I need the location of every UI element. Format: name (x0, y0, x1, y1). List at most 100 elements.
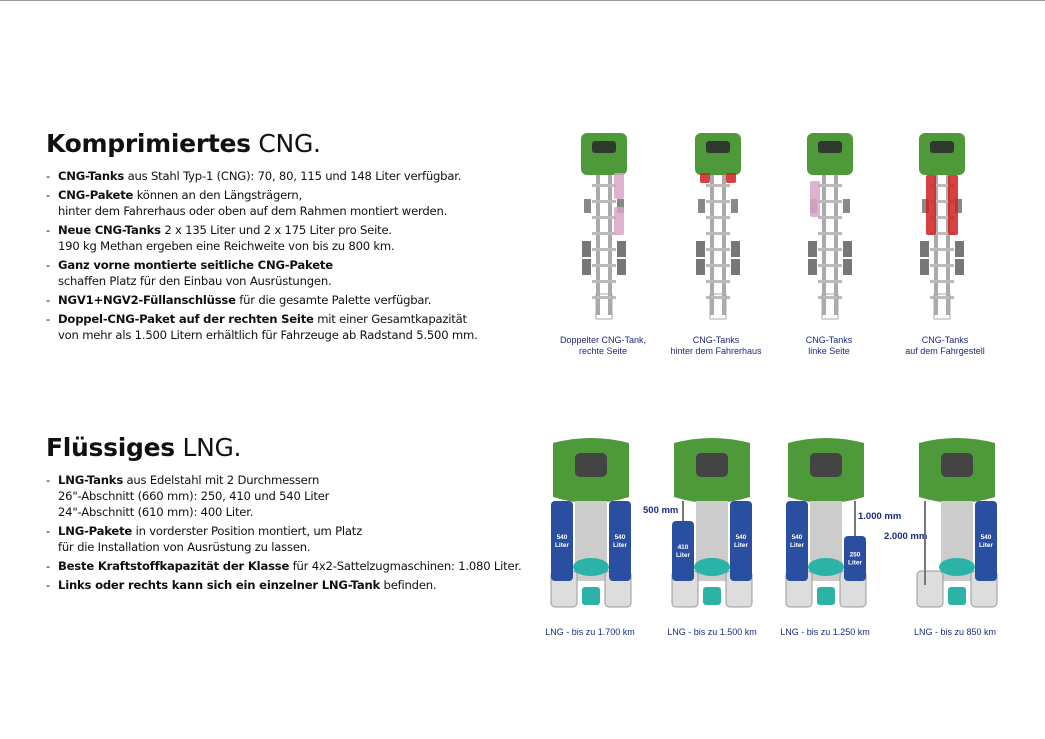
list-item: Neue CNG-Tanks 2 x 135 Liter und 2 x 175… (46, 222, 478, 254)
lng-tank (975, 501, 997, 581)
tank-label: 540 (557, 534, 568, 541)
rear-frame (595, 293, 613, 320)
window-shape (575, 453, 607, 477)
cross-member (706, 264, 730, 267)
tank-label: 410 (678, 544, 689, 551)
wheel-shape (617, 199, 624, 213)
tank-label: 250 (850, 552, 861, 559)
cab-shape (695, 133, 741, 175)
frame-rail (934, 175, 938, 315)
coupling-part (582, 587, 600, 605)
list-item: NGV1+NGV2-Füllanschlüsse für die gesamte… (46, 292, 478, 308)
list-item: CNG-Tanks aus Stahl Typ-1 (CNG): 70, 80,… (46, 168, 478, 184)
frame-rail (608, 175, 612, 315)
lng-tank (672, 521, 694, 581)
lng-caption: LNG - bis zu 1.700 km (545, 627, 635, 637)
cross-member (592, 296, 616, 299)
window-shape (706, 141, 730, 153)
frame-rail (710, 175, 714, 315)
frame-rail (596, 175, 600, 315)
cross-member (930, 232, 954, 235)
lng-tank (609, 501, 631, 581)
cross-member (706, 280, 730, 283)
lng-tank (786, 501, 808, 581)
coupling-part (817, 587, 835, 605)
cross-member (818, 248, 842, 251)
cross-member (818, 184, 842, 187)
dimension-label: 1.000 mm (858, 511, 902, 522)
tank-label: 540 (981, 534, 992, 541)
fifth-wheel (939, 558, 975, 576)
wheel-shape (955, 259, 964, 275)
cng-truck-diagram (581, 133, 627, 320)
wheel-shape (920, 259, 929, 275)
cross-member (818, 200, 842, 203)
cross-member (930, 296, 954, 299)
cross-member (818, 280, 842, 283)
cross-member (592, 200, 616, 203)
coupling-part (948, 587, 966, 605)
wheel-shape (808, 241, 817, 257)
window-shape (818, 141, 842, 153)
wheel-shape (731, 241, 740, 257)
cab-shape (581, 133, 627, 175)
cross-member (706, 296, 730, 299)
dimension-label: 2.000 mm (884, 531, 928, 542)
cross-member (706, 200, 730, 203)
lng-list: LNG-Tanks aus Edelstahl mit 2 Durchmesse… (46, 472, 522, 593)
cng-tank (614, 207, 624, 235)
wheel-shape (582, 259, 591, 275)
cab-shape (807, 133, 853, 175)
wheel-shape (582, 241, 591, 257)
cng-tank (726, 173, 736, 183)
cross-member (706, 216, 730, 219)
rear-frame (709, 293, 727, 320)
tank-unit: Liter (613, 542, 628, 549)
cross-member (592, 216, 616, 219)
wheel-shape (617, 241, 626, 257)
cross-member (818, 296, 842, 299)
cross-member (818, 216, 842, 219)
cross-member (706, 184, 730, 187)
cng-tank (700, 173, 710, 183)
wheel-shape (922, 199, 929, 213)
wheel-shape (843, 259, 852, 275)
lng-section: Flüssiges LNG. LNG-Tanks aus Edelstahl m… (46, 433, 522, 596)
cng-truck-diagram (695, 133, 741, 320)
coupling-part (703, 587, 721, 605)
list-item: Beste Kraftstoffkapazität der Klasse für… (46, 558, 522, 574)
cross-member (592, 264, 616, 267)
frame-rail (946, 175, 950, 315)
fifth-wheel (808, 558, 844, 576)
window-shape (592, 141, 616, 153)
window-shape (696, 453, 728, 477)
tank-unit: Liter (848, 560, 863, 567)
cross-member (930, 184, 954, 187)
cng-tank (614, 173, 624, 199)
cng-tank (810, 181, 820, 217)
cng-list: CNG-Tanks aus Stahl Typ-1 (CNG): 70, 80,… (46, 168, 478, 343)
wheel-shape (843, 199, 850, 213)
wheel-shape (584, 199, 591, 213)
cng-title: Komprimiertes CNG. (46, 129, 321, 158)
cng-truck-diagram (919, 133, 965, 320)
cross-member (592, 184, 616, 187)
tank-unit: Liter (676, 552, 691, 559)
cross-member (930, 216, 954, 219)
cross-member (592, 280, 616, 283)
tank-unit: Liter (979, 542, 994, 549)
lng-tank (551, 501, 573, 581)
cross-member (930, 200, 954, 203)
list-item: Links oder rechts kann sich ein einzelne… (46, 577, 521, 593)
cng-tank (926, 175, 936, 235)
fifth-wheel (573, 558, 609, 576)
lng-title: Flüssiges LNG. (46, 433, 242, 462)
tank-unit: Liter (555, 542, 570, 549)
wheel-shape (843, 241, 852, 257)
list-item: LNG-Pakete in vorderster Position montie… (46, 523, 521, 555)
frame-rail (822, 175, 826, 315)
